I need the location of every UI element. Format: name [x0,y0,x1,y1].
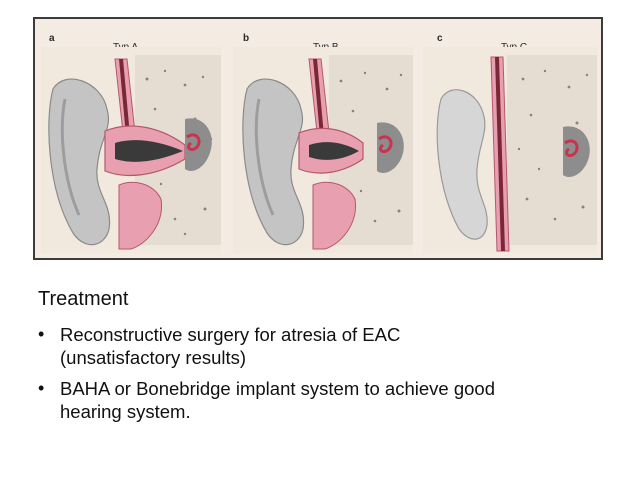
ear-atresia-figure: a Typ A [33,17,603,260]
panel-letter: a [49,33,55,44]
bullet-line: hearing system. [60,401,191,422]
bullet-item: • BAHA or Bonebridge implant system to a… [38,377,628,423]
panel-typ-a: a Typ A [35,19,227,258]
ear-illustration-typ-a [41,47,221,253]
ear-illustration-typ-c [423,47,597,253]
ear-illustration-typ-b [233,47,413,253]
bullet-list: • Reconstructive surgery for atresia of … [38,323,628,431]
panel-letter: b [243,33,250,44]
section-heading: Treatment [38,288,129,310]
bullet-line: Reconstructive surgery for atresia of EA… [60,324,401,345]
panel-typ-b: b Typ B [229,19,417,258]
panel-typ-c: c Typ C [419,19,601,258]
panel-letter: c [437,33,443,44]
bullet-line: BAHA or Bonebridge implant system to ach… [60,378,495,399]
bullet-item: • Reconstructive surgery for atresia of … [38,323,628,369]
bullet-icon: • [38,378,45,398]
bullet-icon: • [38,324,45,344]
bullet-line: (unsatisfactory results) [60,347,247,368]
